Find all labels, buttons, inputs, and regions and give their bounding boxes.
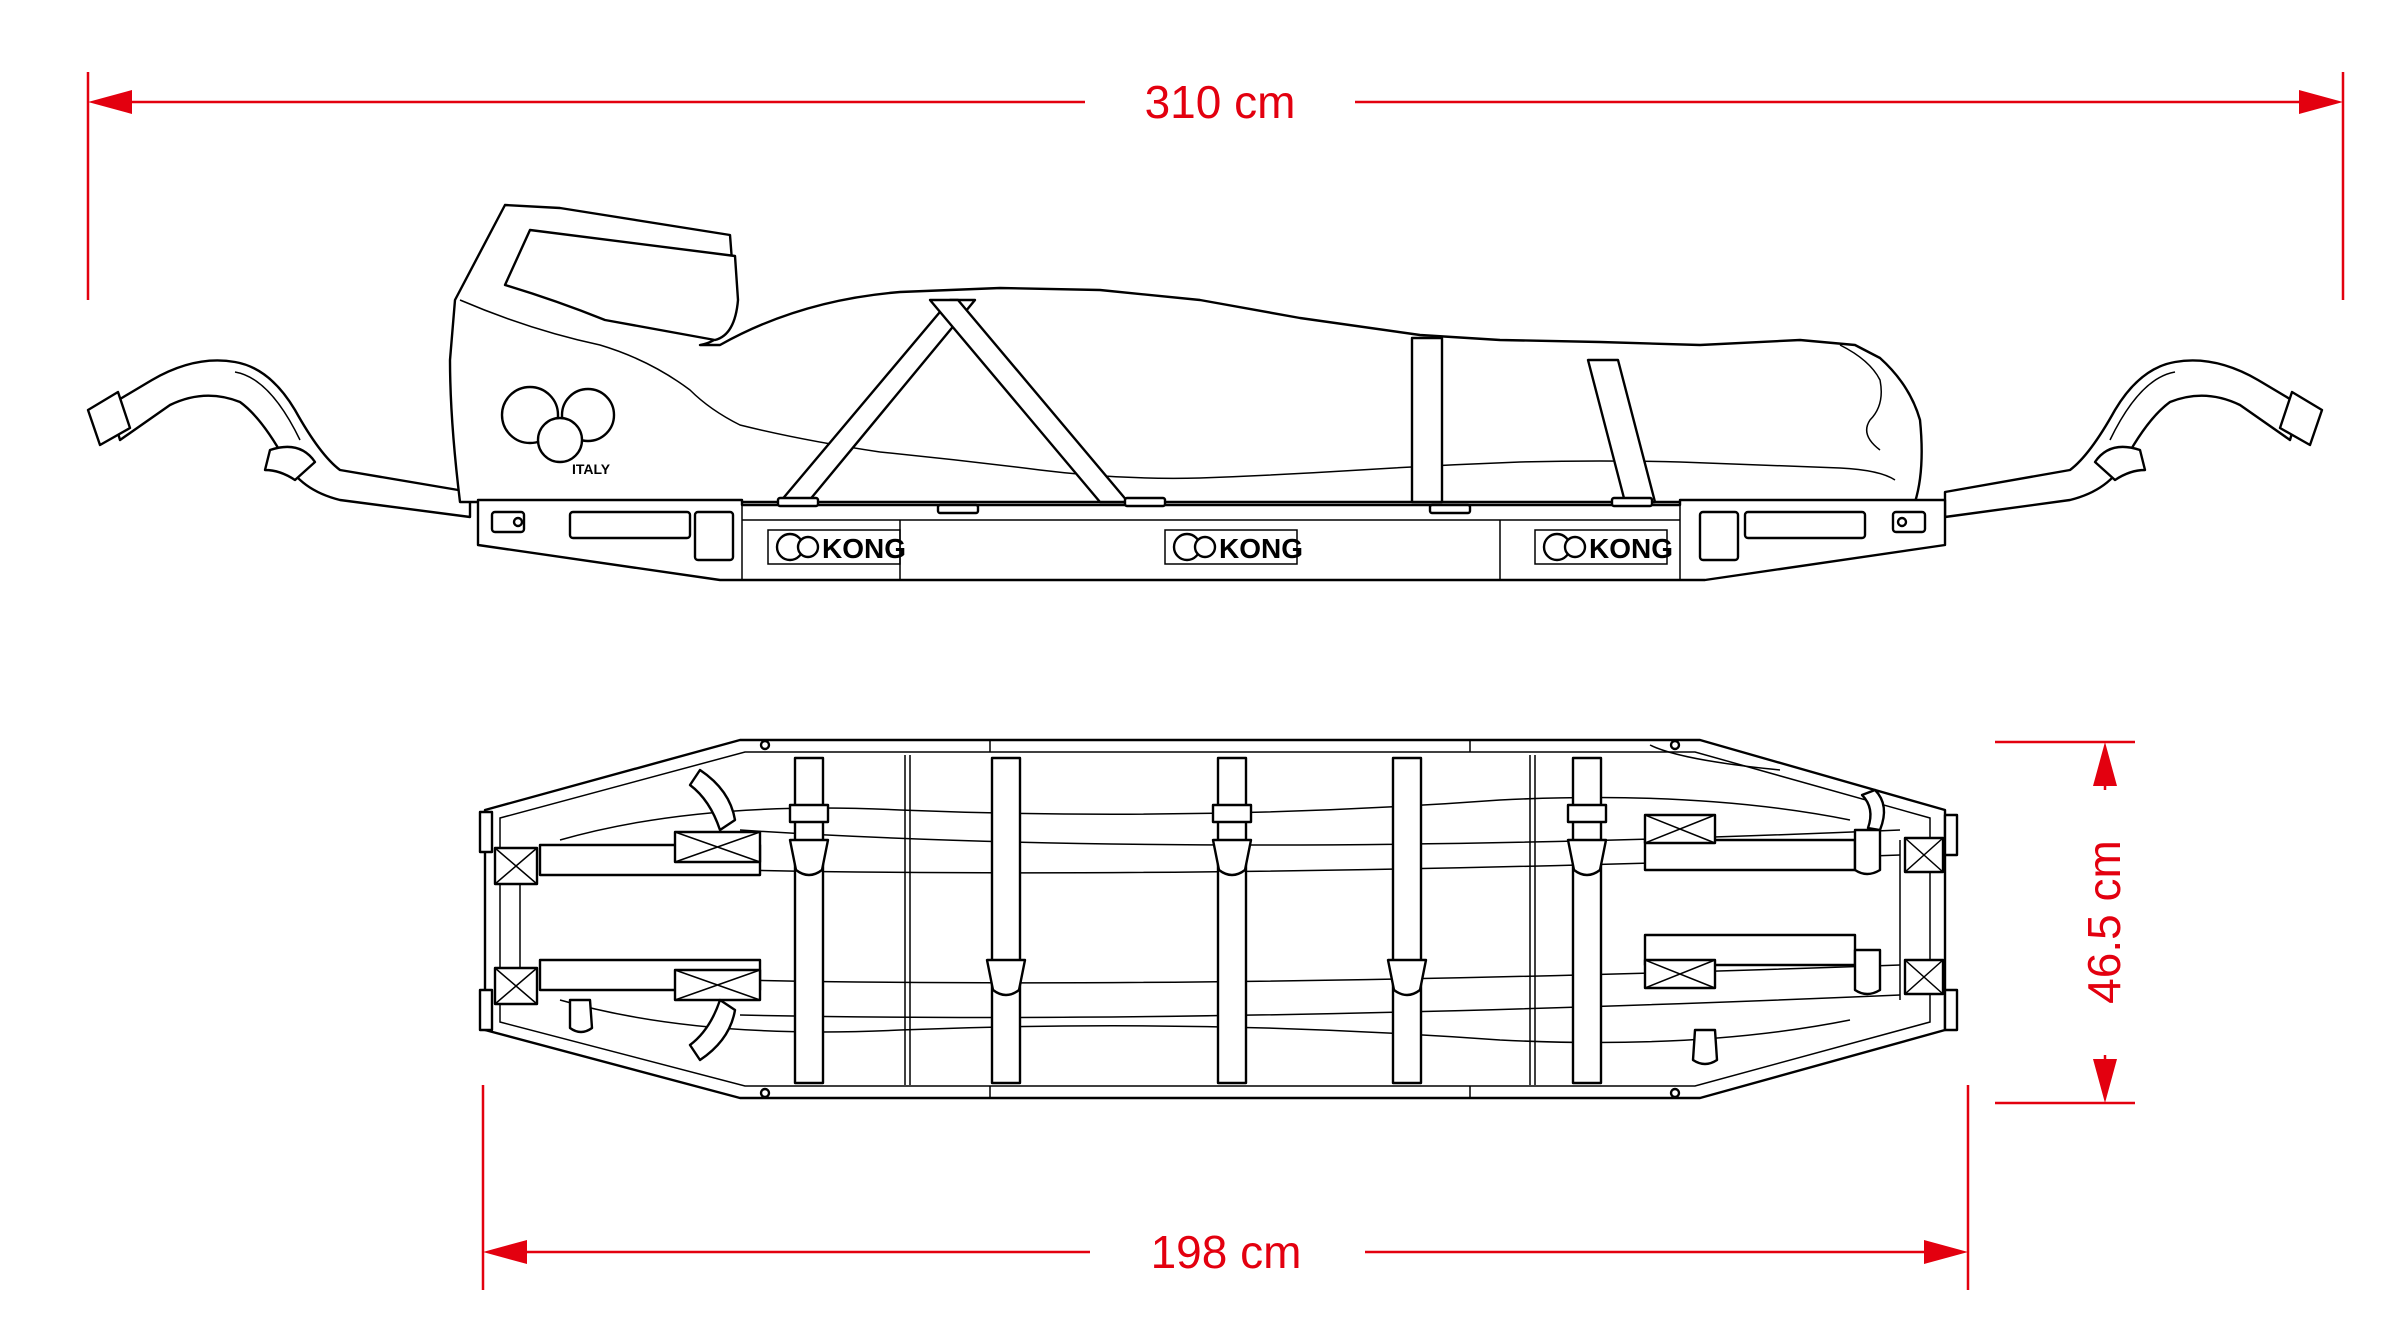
left-handle [108, 359, 472, 519]
bag-logo-sub: ITALY [572, 461, 611, 477]
width-label: 46.5 cm [2078, 840, 2130, 1004]
patient-bag [448, 203, 1923, 504]
right-handle [1943, 359, 2302, 519]
width-dimension: 46.5 cm [1995, 740, 2135, 1105]
base-length-dimension: 198 cm [481, 1085, 1970, 1290]
strap-buckles [788, 803, 1608, 997]
total-length-dimension: 310 cm [86, 72, 2345, 300]
rail-logo-center: KONG [1164, 529, 1303, 565]
svg-text:KONG: KONG [1589, 533, 1673, 564]
base-length-label: 198 cm [1151, 1226, 1302, 1278]
rail-logo-left: KONG [767, 529, 906, 565]
rail-logo-right: KONG [1534, 529, 1673, 565]
svg-text:KONG: KONG [822, 533, 906, 564]
total-length-label: 310 cm [1145, 76, 1296, 128]
side-view: ITALY KONG [86, 203, 2324, 582]
top-view [478, 738, 1959, 1100]
svg-text:KONG: KONG [1219, 533, 1303, 564]
bag-logo: ITALY [500, 385, 616, 477]
